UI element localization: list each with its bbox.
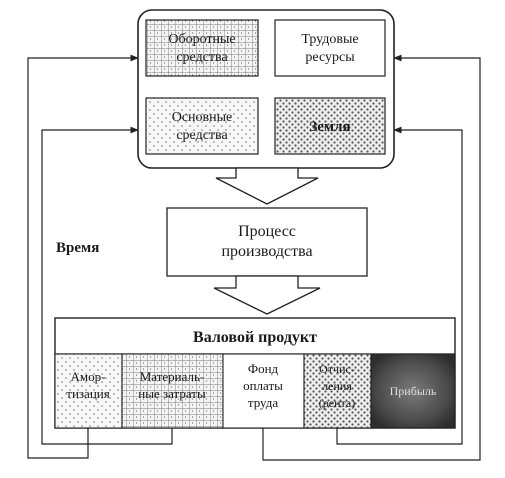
rent-label-1: Отчис- bbox=[319, 362, 355, 376]
wage-fund-label-2: оплаты bbox=[243, 378, 283, 393]
land-box: Земля bbox=[274, 97, 386, 155]
wage-fund-label-1: Фонд bbox=[248, 361, 279, 376]
rent-label-3: (рента) bbox=[319, 396, 355, 410]
fixed-assets-box: Основные средства bbox=[145, 97, 259, 155]
loop-amortization-to-working-capital bbox=[27, 54, 139, 459]
working-capital-label-2: средства bbox=[176, 50, 228, 65]
material-costs-label-2: ные затраты bbox=[138, 386, 206, 401]
amortization-label-1: Амор- bbox=[71, 369, 106, 384]
rent-label-2: ления bbox=[322, 379, 352, 393]
fixed-assets-label-1: Основные bbox=[172, 110, 233, 125]
profit-label: Прибыль bbox=[390, 384, 437, 398]
time-label: Время bbox=[56, 240, 99, 256]
working-capital-label-1: Оборотные bbox=[168, 32, 235, 47]
working-capital-box: Оборотные средства bbox=[145, 19, 259, 77]
arrow-process-to-product bbox=[213, 275, 321, 315]
process-label-2: производства bbox=[221, 243, 312, 260]
process-label-1: Процесс bbox=[238, 223, 296, 240]
production-process-box: Процесс производства bbox=[166, 207, 368, 277]
material-costs-label-1: Материаль- bbox=[140, 369, 205, 384]
fixed-assets-label-2: средства bbox=[176, 128, 228, 143]
amortization-label-2: тизация bbox=[66, 386, 109, 401]
labor-resources-box: Трудовые ресурсы bbox=[274, 19, 386, 77]
profit-cell: Прибыль bbox=[370, 353, 456, 429]
material-costs-cell: Материаль- ные затраты bbox=[121, 353, 224, 429]
gross-product-title: Валовой продукт bbox=[193, 329, 317, 346]
wage-fund-label-3: труда bbox=[248, 395, 278, 410]
labor-resources-label-2: ресурсы bbox=[305, 50, 355, 65]
loop-wage-fund-to-labor bbox=[262, 54, 481, 461]
amortization-cell: Амор- тизация bbox=[54, 353, 123, 429]
land-label: Земля bbox=[309, 119, 350, 135]
loop-material-costs-to-fixed-assets bbox=[41, 126, 173, 445]
labor-resources-label-1: Трудовые bbox=[301, 32, 358, 47]
loop-rent-to-land bbox=[336, 126, 463, 445]
wage-fund-cell: Фонд оплаты труда bbox=[222, 353, 305, 429]
rent-cell: Отчис- ления (рента) bbox=[303, 353, 372, 429]
arrow-resources-to-process bbox=[215, 167, 319, 205]
